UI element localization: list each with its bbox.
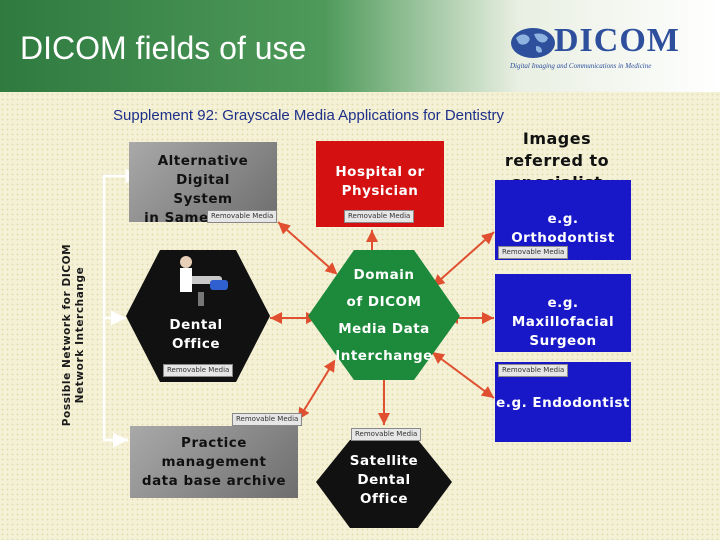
satellite-hex xyxy=(316,440,452,528)
practice-box: Practice management data base archive xyxy=(130,426,298,498)
slide-header: DICOM fields of use DICOM Digital Imagin… xyxy=(0,0,720,92)
network-bracket xyxy=(102,168,141,448)
arrow-practice xyxy=(297,359,336,421)
arrow-endodontist xyxy=(431,352,495,399)
maxillofacial-box: e.g. Maxillofacial Surgeon xyxy=(495,274,631,352)
arrow-alt-system xyxy=(277,221,338,275)
dental-office-hex xyxy=(126,250,270,382)
logo-tagline: Digital Imaging and Communications in Me… xyxy=(510,62,652,70)
logo-wordmark: DICOM xyxy=(554,22,680,59)
network-side-label: Possible Network for DICOM Network Inter… xyxy=(61,243,86,427)
globe-icon xyxy=(511,28,555,58)
removable-media-tag: Removable Media xyxy=(498,364,569,377)
slide-title: DICOM fields of use xyxy=(20,30,307,66)
diagram-subtitle: Supplement 92: Grayscale Media Applicati… xyxy=(113,107,505,124)
dentist-icon xyxy=(180,256,228,306)
removable-media-tag: Removable Media xyxy=(498,246,569,259)
removable-media-tag: Removable Media xyxy=(207,210,278,223)
dicom-logo: DICOM Digital Imaging and Communications… xyxy=(510,22,700,72)
domain-hex xyxy=(308,250,460,380)
arrow-orthodontist xyxy=(432,231,495,287)
alt-system-box: Alternative Digital System in Same Offic… xyxy=(129,142,277,226)
removable-media-tag: Removable Media xyxy=(351,428,422,441)
domain-label: Domain of DICOM Media Data Interchange xyxy=(335,267,433,364)
satellite-label: Satellite Dental Office xyxy=(349,453,419,507)
removable-media-tag: Removable Media xyxy=(232,413,303,426)
removable-media-tag: Removable Media xyxy=(344,210,415,223)
dental-office-label: Dental Office xyxy=(169,317,223,352)
removable-media-tag: Removable Media xyxy=(163,364,234,377)
